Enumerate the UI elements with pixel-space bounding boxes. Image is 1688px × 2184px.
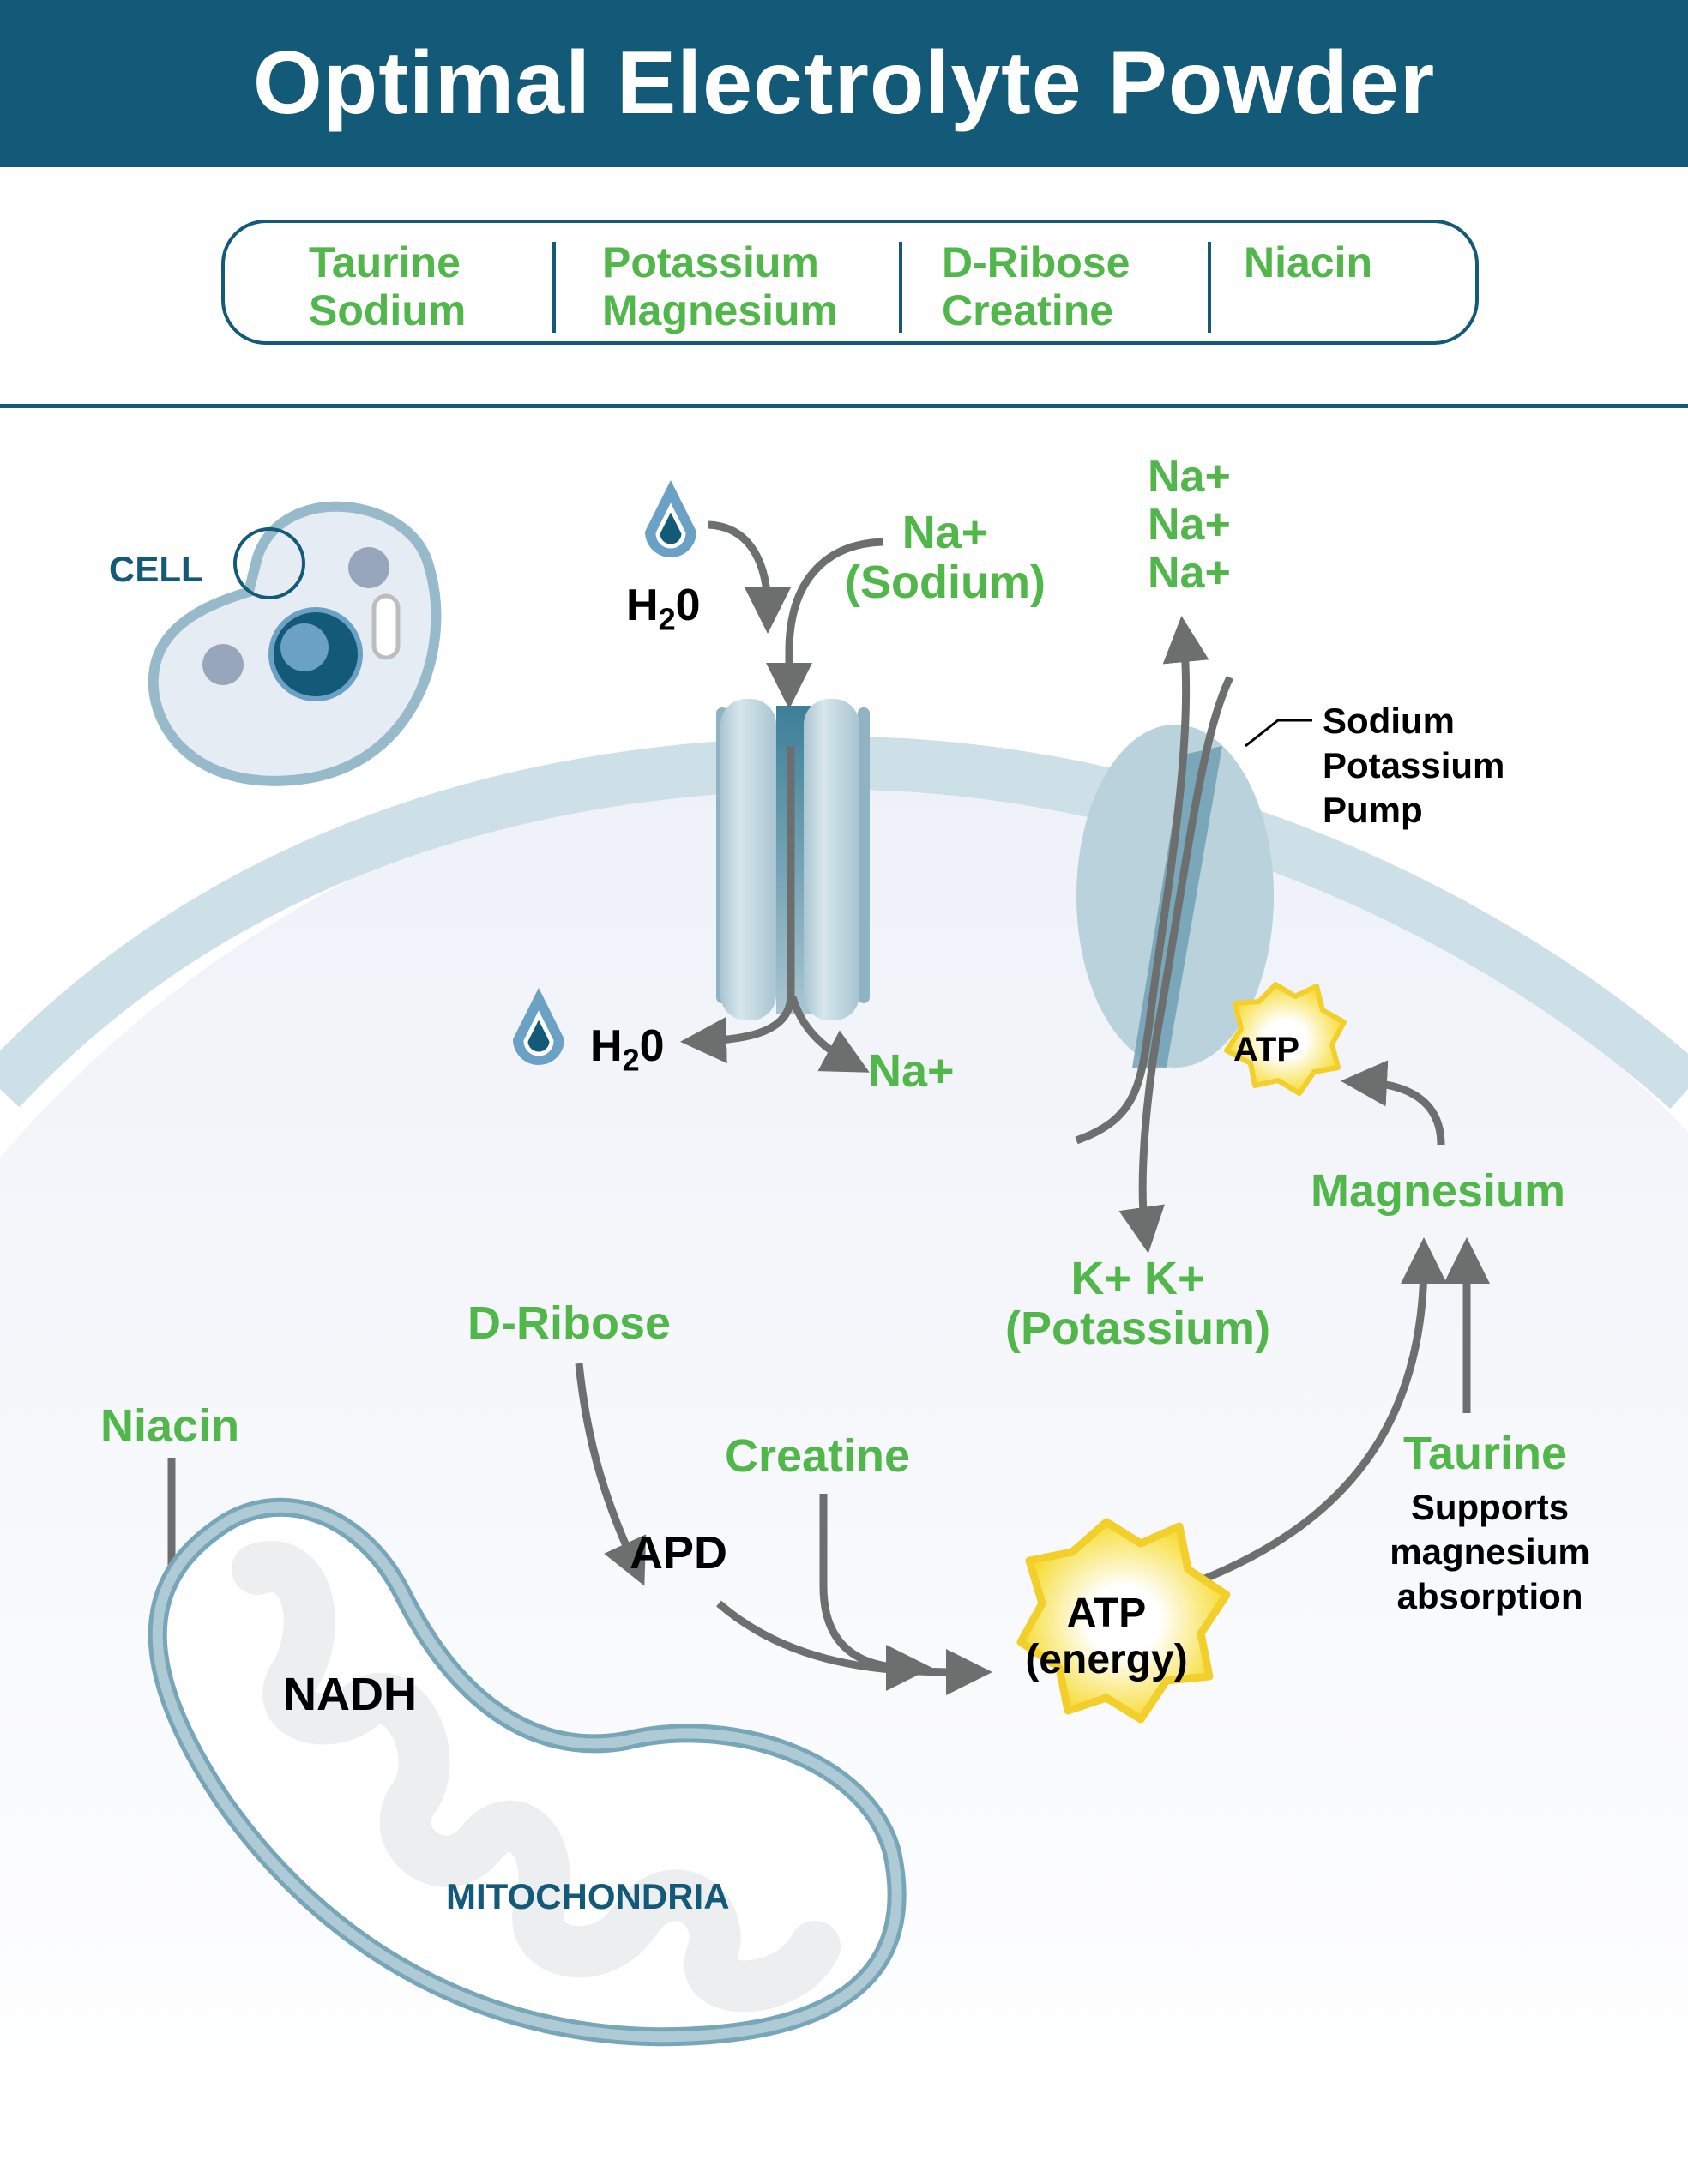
atp-energy-label: ATP (energy) — [1021, 1591, 1192, 1683]
niacin-label: Niacin — [100, 1400, 240, 1452]
title-banner: Optimal Electrolyte Powder — [0, 0, 1688, 167]
pump-sodium-out-label: Na+ Na+ Na+ — [1148, 453, 1231, 597]
atp-star-small — [1224, 982, 1347, 1096]
pump-label-line: Potassium — [1323, 745, 1505, 785]
h2o-sub: 2 — [622, 1042, 640, 1078]
atp-star-energy — [1016, 1518, 1231, 1724]
taurine-note-line: Supports — [1410, 1487, 1570, 1527]
sodium-label: Na+ (Sodium) — [845, 508, 1046, 607]
arrow-atp-to-magnesium — [1195, 1237, 1447, 1586]
column-divider — [899, 242, 902, 333]
atp-small-label: ATP — [1233, 1031, 1300, 1068]
arrow-channel-na-out — [788, 996, 870, 1073]
ingredient-list: Taurine Sodium Potassium Magnesium D-Rib… — [221, 220, 1479, 345]
taurine-note-line: magnesium — [1390, 1531, 1590, 1572]
water-drop-icon-top — [645, 480, 696, 557]
magnesium-label: Magnesium — [1311, 1165, 1566, 1217]
mitochondria-shape — [148, 1497, 907, 2047]
d-ribose-label: D-Ribose — [467, 1297, 672, 1349]
arrow-h2o-in — [708, 520, 791, 634]
arrow-na-in — [766, 538, 884, 709]
creatine-label: Creatine — [725, 1430, 911, 1482]
sodium-out-label: Na+ — [868, 1045, 955, 1097]
energy-text: (energy) — [1025, 1637, 1188, 1682]
ingredient-taurine: Taurine — [309, 238, 461, 286]
na-ion: Na+ — [1148, 452, 1231, 502]
arrow-apd-to-atp — [716, 1600, 992, 1695]
ingredient-niacin: Niacin — [1244, 238, 1373, 286]
arrow-pump-k-in — [1118, 676, 1234, 1254]
pump-label-line: Sodium — [1323, 701, 1455, 741]
ingredient-d-ribose: D-Ribose — [942, 238, 1130, 286]
ingredient-column-3: D-Ribose Creatine — [942, 238, 1130, 334]
na-ion: Na+ — [1148, 548, 1231, 598]
ingredient-column-4: Niacin — [1244, 238, 1372, 286]
pump-label-line: Pump — [1323, 790, 1423, 830]
ingredient-column-1: Taurine Sodium — [309, 238, 466, 334]
ingredient-column-2: Potassium Magnesium — [602, 238, 838, 334]
arrow-magnesium-to-atp — [1341, 1060, 1445, 1146]
taurine-note-line: absorption — [1396, 1576, 1583, 1616]
potassium-name: (Potassium) — [1005, 1303, 1271, 1354]
taurine-label: Taurine — [1403, 1428, 1568, 1479]
ingredient-creatine: Creatine — [942, 286, 1114, 334]
pump-leader-line — [1245, 719, 1312, 748]
apd-label: APD — [630, 1527, 728, 1579]
sodium-symbol: Na+ — [901, 507, 989, 558]
na-ion: Na+ — [1148, 500, 1231, 550]
h2o-label-top: H20 — [626, 580, 701, 637]
ingredient-sodium: Sodium — [309, 286, 467, 334]
pump-label: Sodium Potassium Pump — [1323, 699, 1504, 833]
water-drop-icon-bottom — [513, 988, 564, 1065]
arrow-d-ribose-to-apd — [575, 1363, 647, 1586]
h2o-o: 0 — [639, 1021, 665, 1071]
nadh-label: NADH — [283, 1669, 417, 1720]
h2o-h: H — [590, 1021, 623, 1071]
arrow-pump-na-out — [1075, 616, 1209, 1145]
h2o-label-bottom: H20 — [590, 1020, 665, 1078]
h2o-h: H — [626, 581, 659, 630]
page-title: Optimal Electrolyte Powder — [252, 33, 1436, 133]
ingredient-potassium: Potassium — [602, 238, 819, 286]
h2o-sub: 2 — [658, 601, 676, 637]
mitochondria-label: MITOCHONDRIA — [446, 1876, 730, 1916]
column-divider — [552, 242, 556, 333]
cell-label: CELL — [109, 549, 203, 589]
taurine-note: Supports magnesium absorption — [1383, 1485, 1597, 1619]
ingredient-magnesium: Magnesium — [602, 286, 839, 334]
potassium-symbol: K+ K+ — [1070, 1253, 1205, 1304]
arrow-creatine-to-atp — [819, 1494, 932, 1691]
cell-icon — [148, 501, 442, 786]
column-divider — [1208, 242, 1211, 333]
sodium-name: (Sodium) — [845, 557, 1046, 608]
potassium-label: K+ K+ (Potassium) — [1005, 1254, 1270, 1353]
section-divider — [0, 404, 1688, 408]
atp-text: ATP — [1066, 1591, 1147, 1636]
h2o-o: 0 — [675, 581, 701, 630]
